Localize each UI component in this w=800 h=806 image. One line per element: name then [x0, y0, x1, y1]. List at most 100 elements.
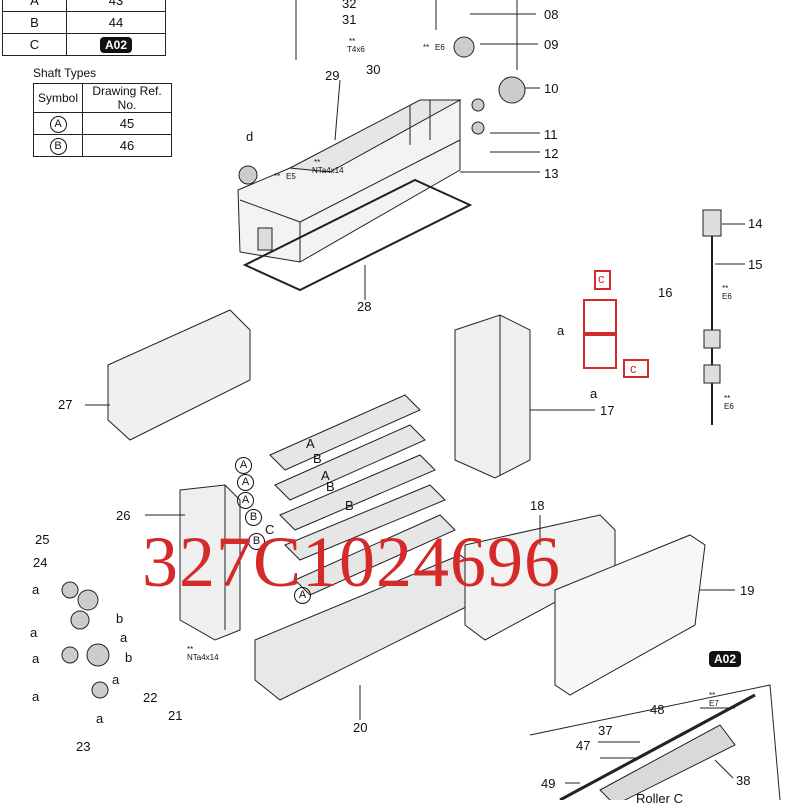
- gasket-part: [242, 178, 473, 292]
- part-number: 47: [576, 738, 591, 753]
- symbol-circle: A: [49, 115, 67, 133]
- highlight-c-top: [594, 270, 611, 290]
- table-header-row: Symbol Drawing Ref. No.: [32, 83, 173, 113]
- shaft-types-table: Symbol Drawing Ref. No. A 45 B 46: [32, 83, 173, 157]
- letter-label: a: [120, 630, 128, 645]
- column-header: Drawing Ref. No.: [82, 83, 173, 113]
- gear-10: [498, 76, 526, 104]
- part-number: 21: [168, 708, 183, 723]
- letter-label: a: [112, 672, 120, 687]
- symbol-circle: A: [294, 587, 311, 604]
- letter-label: B: [345, 498, 354, 513]
- part-number: 49: [541, 776, 556, 791]
- a02-badge: A02: [99, 36, 132, 53]
- shaft-types-title: Shaft Types: [33, 66, 97, 80]
- table-cell: 46: [82, 134, 173, 157]
- roller-symbol-table: A 43 B 44 C A02: [2, 0, 166, 56]
- letter-label: a: [32, 651, 40, 666]
- note-text: E6: [724, 402, 734, 411]
- part-number: 23: [76, 739, 91, 754]
- note-stars: **: [274, 172, 281, 181]
- cover-part-19: [554, 534, 706, 696]
- part-number: 29: [325, 68, 340, 83]
- tray-part: [237, 99, 462, 263]
- letter-label: b: [125, 650, 133, 665]
- symbol-circle: A: [237, 492, 254, 509]
- roller-c-caption: Roller C: [636, 791, 683, 806]
- letter-label: a: [32, 582, 40, 597]
- letter-label: d: [246, 129, 254, 144]
- part-number: 18: [530, 498, 545, 513]
- part-number: 22: [143, 690, 158, 705]
- note-stars: **: [722, 284, 729, 293]
- part-number: 27: [58, 397, 73, 412]
- side-frame-26: [179, 484, 241, 641]
- part-number: 32: [342, 0, 357, 11]
- letter-label-c-highlight: c: [630, 361, 637, 376]
- table-cell: B: [32, 134, 84, 157]
- part-number: 17: [600, 403, 615, 418]
- part-number: 25: [35, 532, 50, 547]
- note-text: T4x6: [347, 45, 365, 54]
- part-number: 15: [748, 257, 763, 272]
- highlight-c-right: [623, 359, 649, 378]
- letter-label: A: [306, 436, 315, 451]
- symbol-circle: A: [235, 457, 252, 474]
- part-number: 20: [353, 720, 368, 735]
- note-stars: **: [423, 43, 430, 52]
- note-text: NTa4x14: [312, 166, 344, 175]
- part-number: 28: [357, 299, 372, 314]
- table-row: A 43: [2, 0, 166, 12]
- note-stars: **: [709, 691, 716, 700]
- note-text: E7: [709, 699, 719, 708]
- letter-label: a: [30, 625, 38, 640]
- note-stars: **: [187, 645, 194, 654]
- part-number: 48: [650, 702, 665, 717]
- note-stars: **: [349, 37, 356, 46]
- watermark-part-number: 327C1024696: [142, 522, 562, 602]
- letter-label: A: [321, 468, 330, 483]
- side-frame-17: [454, 314, 531, 479]
- gear-d: [238, 165, 258, 185]
- gear-09: [453, 36, 475, 58]
- letter-label: a: [96, 711, 104, 726]
- table-row: B 46: [32, 134, 173, 157]
- symbol-circle: A: [237, 474, 254, 491]
- part-number: 24: [33, 555, 48, 570]
- part-number: 38: [736, 773, 751, 788]
- symbol-circle: B: [245, 509, 262, 526]
- symbol-circle: B: [49, 137, 67, 155]
- part-number: 13: [544, 166, 559, 181]
- a02-badge: A02: [709, 651, 742, 667]
- table-cell: A02: [66, 33, 166, 56]
- letter-label: b: [116, 611, 124, 626]
- table-row: C A02: [2, 33, 166, 56]
- part-number: 19: [740, 583, 755, 598]
- letter-label: a: [590, 386, 598, 401]
- symbol-circle: B: [248, 533, 265, 550]
- note-text: E6: [435, 43, 445, 52]
- roller-group: [269, 394, 456, 596]
- highlight-boxes: [583, 270, 649, 378]
- roller-c-shaft: [559, 693, 756, 800]
- part-number: 11: [544, 127, 558, 142]
- guide-part-27: [107, 309, 251, 441]
- part-number: 26: [116, 508, 131, 523]
- note-text: E5: [286, 172, 296, 181]
- part-number: 12: [544, 146, 559, 161]
- letter-label: a: [32, 689, 40, 704]
- letter-label-c-highlight: c: [598, 271, 605, 286]
- note-text: NTa4x14: [187, 653, 219, 662]
- note-stars: **: [314, 158, 321, 167]
- part-number: 09: [544, 37, 559, 52]
- part-number: 31: [342, 12, 357, 27]
- letter-label: C: [265, 522, 275, 537]
- highlight-roller-c-lower: [583, 334, 617, 369]
- table-row: A 45: [32, 112, 173, 135]
- letter-label: a: [557, 323, 565, 338]
- part-number: 08: [544, 7, 559, 22]
- part-number: 30: [366, 62, 381, 77]
- letter-label: B: [313, 451, 322, 466]
